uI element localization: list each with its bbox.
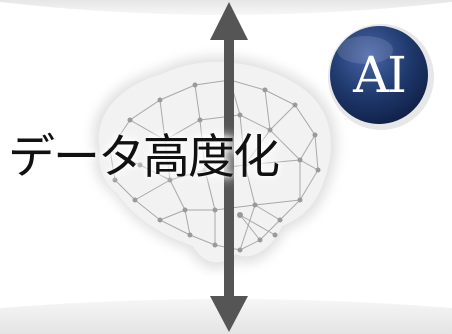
double-arrow-icon xyxy=(210,2,248,332)
headline-text: データ高度化 xyxy=(8,130,280,185)
ai-badge-label: AI xyxy=(353,46,407,104)
ai-badge-icon xyxy=(328,24,434,130)
brain-network-icon xyxy=(93,56,337,269)
top-panel xyxy=(0,0,452,15)
